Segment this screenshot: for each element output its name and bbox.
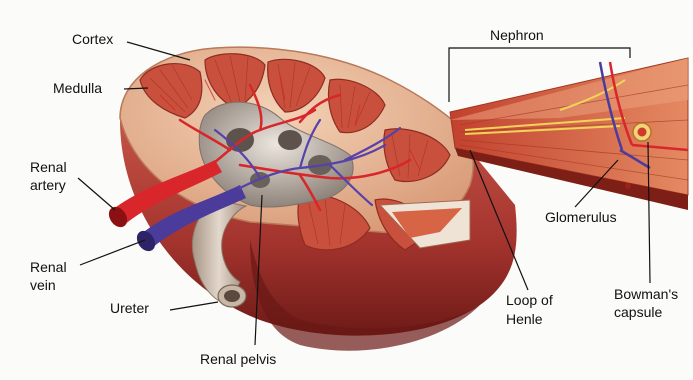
glomerulus-shape bbox=[638, 128, 647, 137]
label-medulla: Medulla bbox=[53, 80, 102, 96]
label-renal-vein-1: Renal bbox=[30, 259, 67, 275]
label-bowmans-capsule-1: Bowman's bbox=[614, 286, 678, 302]
label-loop-of-henle-2: Henle bbox=[506, 311, 543, 327]
label-bowmans-capsule-2: capsule bbox=[614, 304, 662, 320]
label-nephron: Nephron bbox=[490, 27, 544, 43]
label-renal-vein-2: vein bbox=[30, 277, 56, 293]
label-loop-of-henle-1: Loop of bbox=[506, 292, 553, 308]
label-renal-pelvis: Renal pelvis bbox=[200, 351, 276, 367]
label-glomerulus: Glomerulus bbox=[545, 209, 617, 225]
label-renal-artery-2: artery bbox=[30, 177, 66, 193]
label-cortex: Cortex bbox=[72, 31, 113, 47]
label-ureter: Ureter bbox=[110, 300, 149, 316]
label-renal-artery-1: Renal bbox=[30, 159, 67, 175]
